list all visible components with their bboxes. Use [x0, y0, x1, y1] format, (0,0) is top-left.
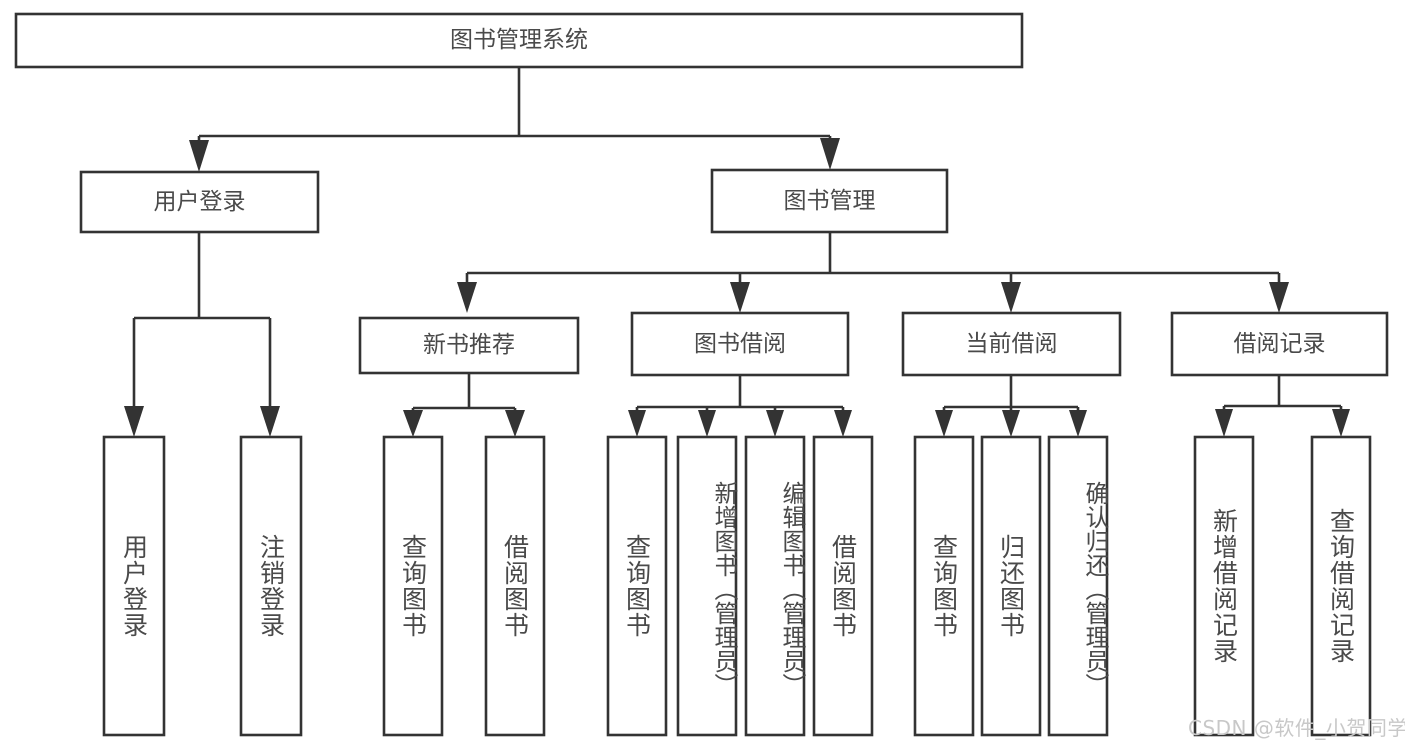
arrow-head-icon	[698, 410, 716, 437]
arrow-head-icon	[730, 282, 750, 313]
connector-newbookrec-to-leaves	[403, 373, 525, 437]
connector-currentborrow-to-leaves	[935, 375, 1087, 437]
node-leaf-query-record[interactable]	[1310, 435, 1372, 737]
node-leaf-query-book-2[interactable]	[606, 435, 668, 737]
node-leaf-logout[interactable]	[239, 435, 303, 737]
node-leaf-return-book[interactable]	[980, 435, 1042, 737]
node-leaf-edit-book[interactable]	[744, 435, 806, 737]
arrow-head-icon	[628, 410, 646, 437]
node-new-book-rec[interactable]	[358, 316, 580, 375]
node-leaf-confirm-return[interactable]	[1047, 435, 1109, 737]
connector-userlogin-to-leaves	[124, 232, 280, 437]
connector-bookborrow-to-leaves	[628, 375, 852, 437]
node-leaf-borrow-book-1[interactable]	[484, 435, 546, 737]
node-borrow-record[interactable]	[1170, 311, 1389, 377]
node-book-manage[interactable]	[710, 168, 949, 234]
arrow-head-icon	[1001, 282, 1021, 313]
arrow-head-icon	[935, 410, 953, 437]
node-leaf-query-book-3[interactable]	[913, 435, 975, 737]
node-root[interactable]	[14, 12, 1024, 69]
arrow-head-icon	[1332, 409, 1350, 437]
arrow-head-icon	[1002, 410, 1020, 437]
node-leaf-user-login[interactable]	[102, 435, 166, 737]
node-book-borrow[interactable]	[630, 311, 850, 377]
node-leaf-query-book-1[interactable]	[382, 435, 444, 737]
arrow-head-icon	[189, 140, 209, 172]
node-leaf-add-record[interactable]	[1193, 435, 1255, 737]
connector-borrowrecord-to-leaves	[1215, 375, 1350, 437]
arrow-head-icon	[124, 406, 144, 437]
node-leaf-add-book[interactable]	[676, 435, 738, 737]
arrow-head-icon	[403, 410, 423, 437]
arrow-head-icon	[1269, 282, 1289, 313]
arrow-head-icon	[834, 410, 852, 437]
node-leaf-borrow-book-2[interactable]	[812, 435, 874, 737]
connector-root-to-level2	[189, 67, 840, 172]
arrow-head-icon	[1215, 409, 1233, 437]
arrow-head-icon	[820, 138, 840, 170]
arrow-head-icon	[766, 410, 784, 437]
arrow-head-icon	[1069, 410, 1087, 437]
arrow-head-icon	[260, 406, 280, 437]
connector-bookmanage-to-level3	[457, 232, 1289, 313]
arrow-head-icon	[457, 282, 477, 313]
watermark-text: CSDN @软件_小贺同学	[1188, 716, 1405, 740]
arrow-head-icon	[505, 410, 525, 437]
node-user-login[interactable]	[79, 170, 320, 234]
node-current-borrow[interactable]	[901, 311, 1122, 377]
